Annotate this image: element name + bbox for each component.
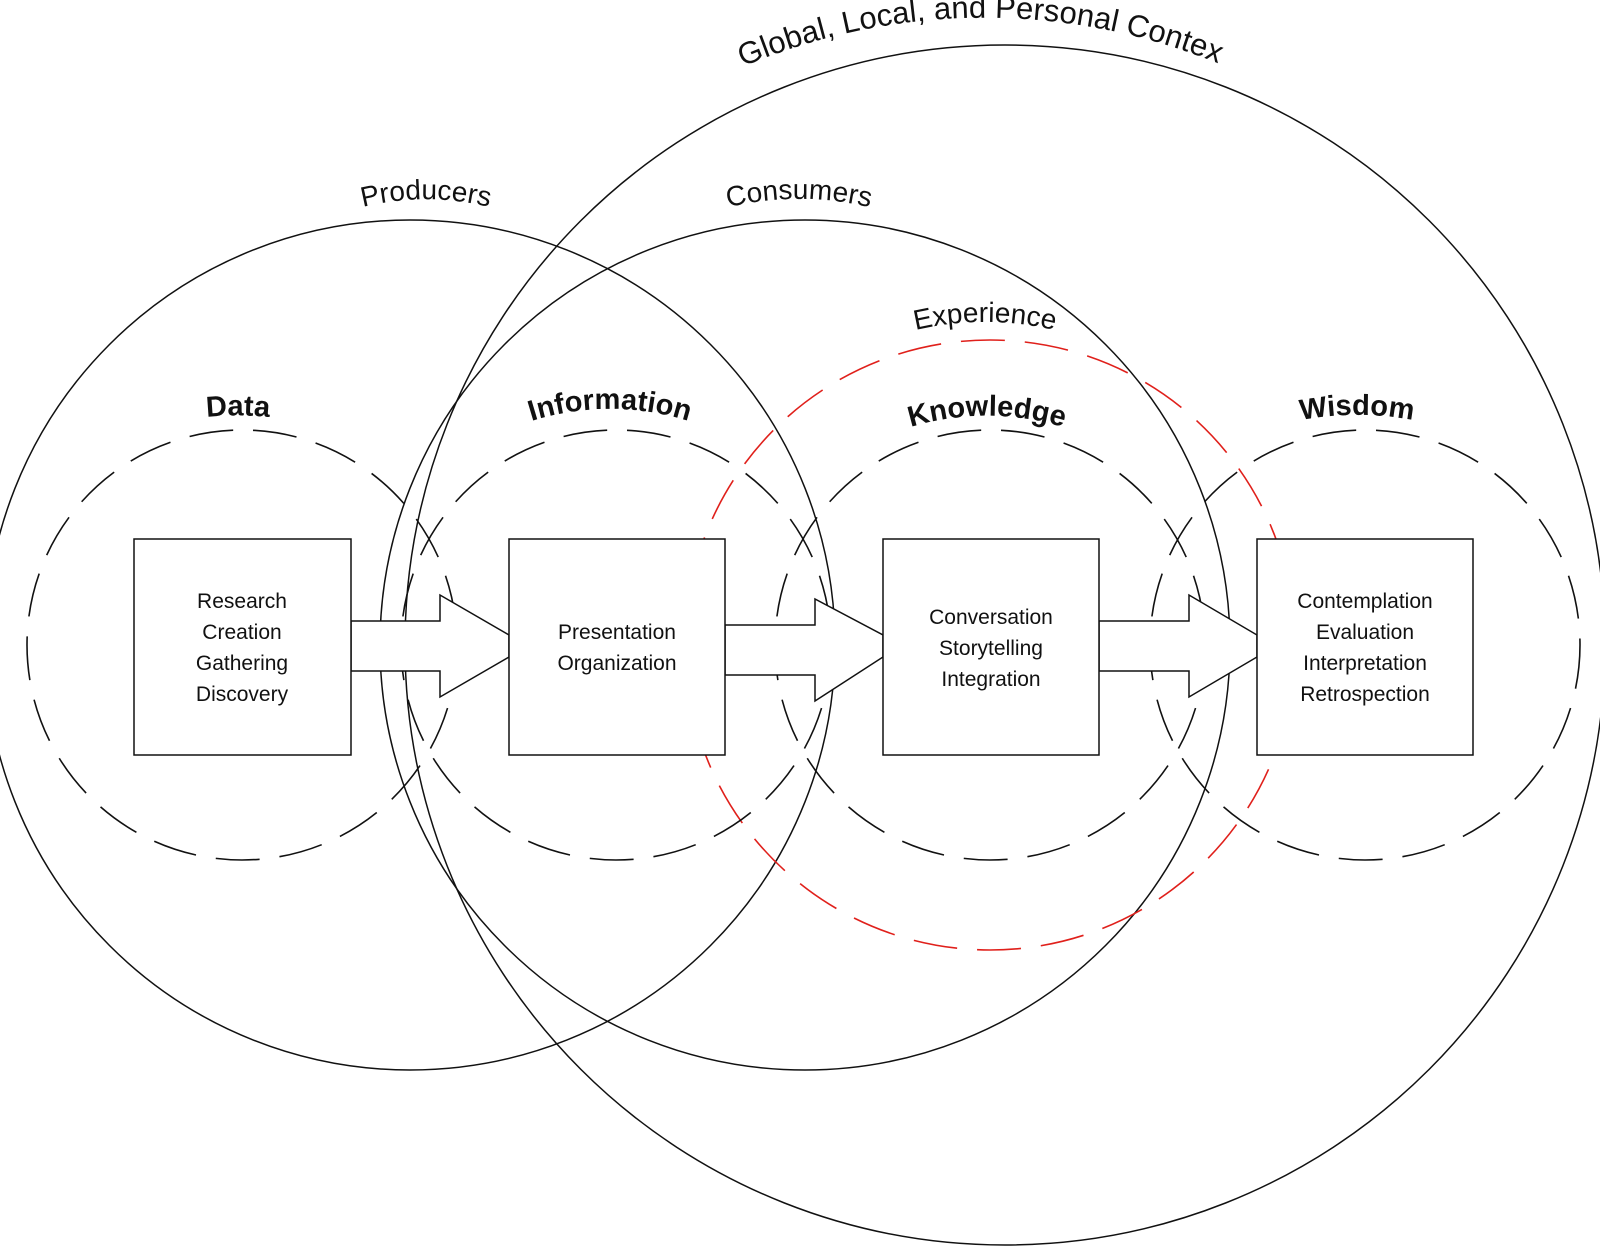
data-activity: Creation <box>202 621 281 644</box>
information-activity: Organization <box>557 652 676 675</box>
arrow-knowledge-to-wisdom <box>1098 593 1258 699</box>
data-title: Data <box>205 390 272 424</box>
information-title: Information <box>524 384 695 428</box>
arrow-data-to-information <box>350 593 510 699</box>
knowledge-activity: Conversation <box>929 606 1053 629</box>
wisdom-title: Wisdom <box>1297 390 1416 427</box>
data-box <box>133 538 352 756</box>
wisdom-activity: Interpretation <box>1303 652 1427 675</box>
context-label: Global, Local, and Personal Context <box>0 0 1229 73</box>
knowledge-box <box>882 538 1100 756</box>
data-activity: Research <box>197 590 287 613</box>
knowledge-title: Knowledge <box>904 390 1070 433</box>
experience-label: Experience <box>910 297 1059 336</box>
producers-label: Producers <box>358 174 495 213</box>
data-activity: Gathering <box>196 652 288 675</box>
arrow-information-to-knowledge <box>724 597 884 703</box>
information-box <box>508 538 726 756</box>
data-activity: Discovery <box>196 683 289 706</box>
wisdom-activity: Evaluation <box>1316 621 1414 644</box>
knowledge-activity: Storytelling <box>939 637 1043 660</box>
wisdom-box <box>1256 538 1474 756</box>
wisdom-activity: Contemplation <box>1297 590 1432 613</box>
knowledge-activity: Integration <box>941 668 1040 691</box>
information-activity: Presentation <box>558 621 676 644</box>
consumers-label: Consumers <box>723 174 875 213</box>
wisdom-activity: Retrospection <box>1300 683 1430 706</box>
